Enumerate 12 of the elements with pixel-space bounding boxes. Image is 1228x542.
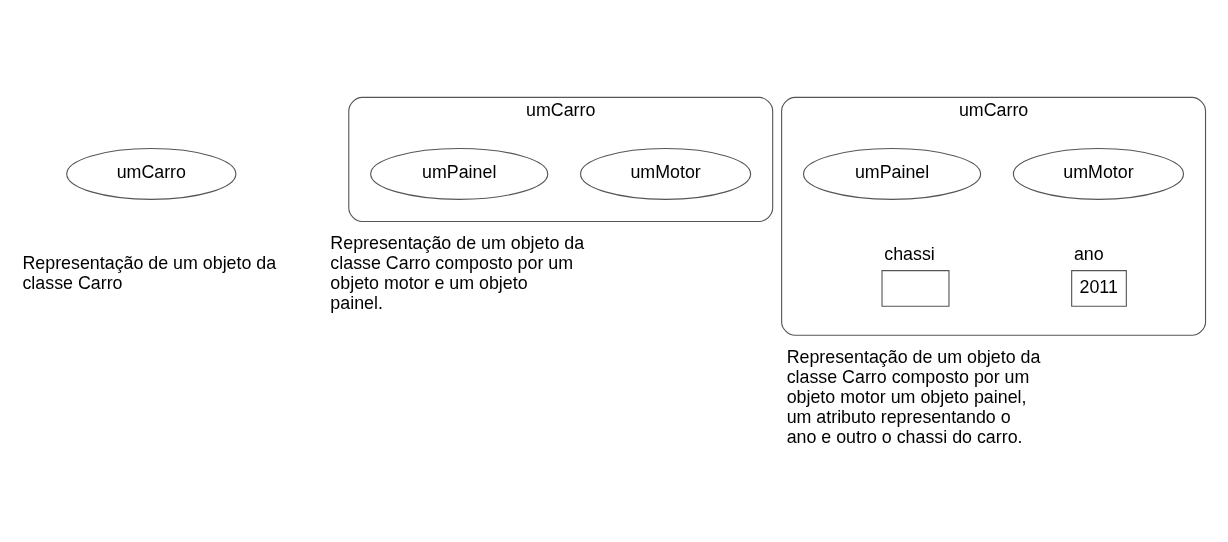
- node-label: ano: [1073, 244, 1104, 265]
- node-ellipse: umPainel: [802, 148, 982, 200]
- node-ellipse: umMotor: [580, 148, 752, 200]
- node-box: 2011: [1071, 270, 1127, 307]
- node-ellipse: umCarro: [66, 148, 237, 200]
- node-ellipse: umPainel: [370, 148, 549, 200]
- node-ellipse: umMotor: [1012, 148, 1185, 200]
- node-box: [881, 270, 950, 307]
- node-label: Representação de um objeto da classe Carro composto por um objeto motor e um objeto painel.: [330, 233, 585, 314]
- node-label: chassi: [884, 244, 935, 265]
- node-label: Representação de um objeto da classe Carro: [22, 253, 277, 294]
- node-label: Representação de um objeto da classe Carro composto por um objeto motor um objeto painel, um atributo representando o ano e outro o chassi do carro.: [786, 346, 1041, 448]
